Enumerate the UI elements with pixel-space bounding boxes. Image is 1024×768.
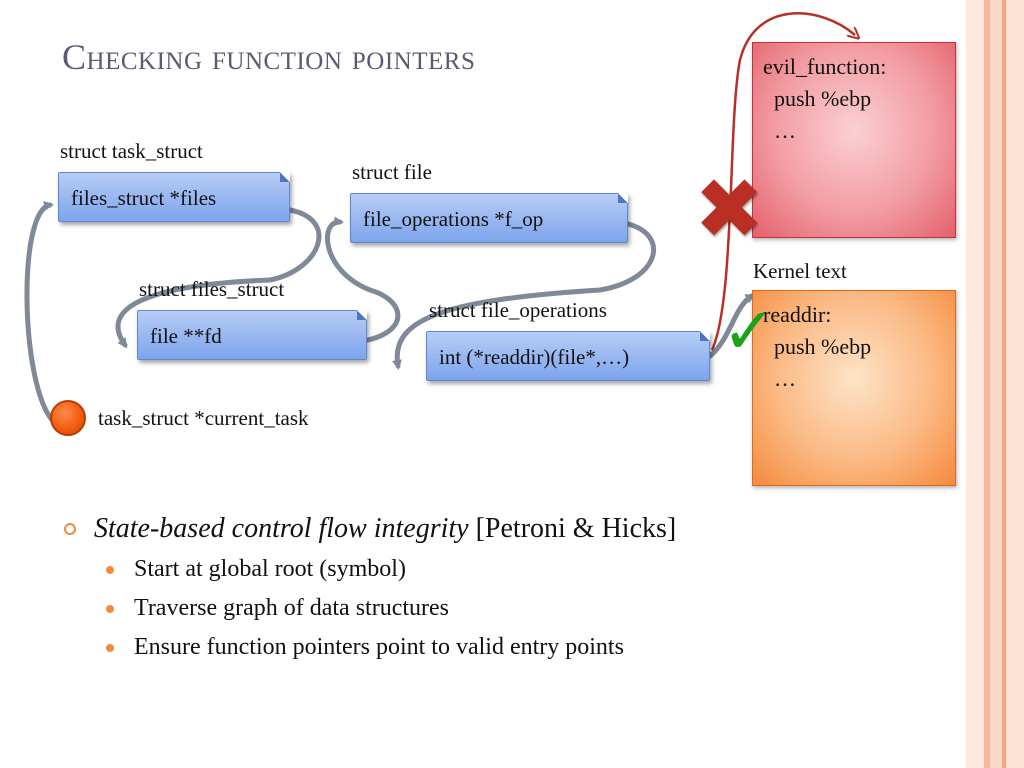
file-fop-field: file_operations *f_op (350, 193, 628, 243)
file-fop-text: file_operations *f_op (363, 207, 544, 231)
decorative-stripe (1006, 0, 1024, 768)
bullet-main-italic: State-based control flow integrity (94, 513, 469, 544)
decorative-stripe (984, 0, 990, 768)
dot-bullet-icon (106, 566, 114, 574)
kernel-readdir-box: readdir: push %ebp … (752, 290, 956, 486)
arrow-readdir-to-kernel-text (707, 293, 756, 359)
arrow-files-to-files-struct (115, 207, 322, 349)
task-struct-files-field: files_struct *files (58, 172, 290, 222)
sub-bullet-text: Traverse graph of data structures (134, 595, 450, 621)
file-operations-readdir-field: int (*readdir)(file*,…) (426, 331, 710, 381)
files-struct-label: struct files_struct (139, 277, 285, 301)
dot-bullet-icon (106, 605, 114, 613)
arrow-fop-to-file-operations (392, 221, 656, 370)
dot-bullet-icon (106, 644, 114, 652)
file-operations-readdir-text: int (*readdir)(file*,…) (439, 345, 630, 369)
global-root-icon (50, 400, 86, 436)
evil-function-box: evil_function: push %ebp … (752, 42, 956, 238)
file-struct-label: struct file (352, 160, 432, 184)
bullet-list: State-based control flow integrity [Petr… (60, 508, 960, 667)
decorative-stripe (1002, 0, 1006, 768)
sub-bullet: Traverse graph of data structures (60, 589, 960, 628)
sub-bullet-text: Ensure function pointers point to valid … (134, 634, 624, 660)
folded-corner (280, 172, 290, 182)
slide-title: Checking function pointers (62, 37, 476, 77)
decorative-stripe (990, 0, 1002, 768)
files-struct-fd-field: file **fd (137, 310, 367, 360)
sub-bullet: Start at global root (symbol) (60, 550, 960, 589)
kernel-text-label: Kernel text (753, 259, 847, 283)
task-struct-files-text: files_struct *files (71, 186, 217, 210)
invalid-x-icon: ✖ (694, 160, 765, 258)
folded-corner (700, 331, 710, 341)
sub-bullet-text: Start at global root (symbol) (134, 556, 406, 582)
bullet-main: State-based control flow integrity [Petr… (60, 508, 960, 550)
valid-check-icon: ✓ (722, 295, 776, 369)
task-struct-label: struct task_struct (60, 139, 203, 163)
global-root-label: task_struct *current_task (98, 406, 309, 430)
arrow-fd-to-file (325, 216, 401, 343)
arrow-root-to-task-struct (24, 201, 55, 423)
ring-bullet-icon (64, 523, 76, 535)
decorative-stripe (966, 0, 984, 768)
arrow-readdir-to-evil-function (710, 12, 855, 351)
folded-corner (618, 193, 628, 203)
bullet-main-citation: [Petroni & Hicks] (468, 513, 677, 544)
files-struct-fd-text: file **fd (150, 324, 222, 348)
sub-bullet: Ensure function pointers point to valid … (60, 628, 960, 667)
folded-corner (357, 310, 367, 320)
file-operations-label: struct file_operations (429, 298, 607, 322)
